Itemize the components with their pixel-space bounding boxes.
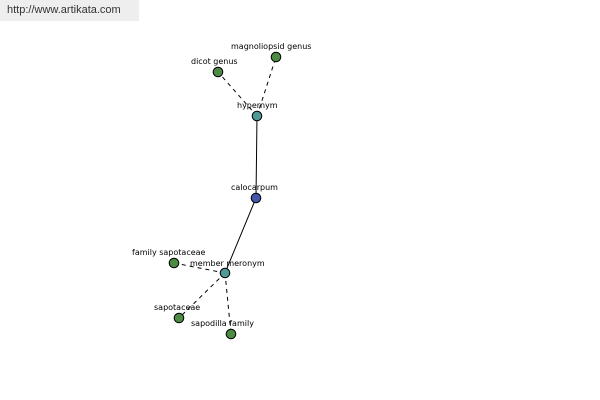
node-label-member-meronym[interactable]: member meronym — [190, 259, 265, 268]
edge-calocarpum-to-member-meronym — [224, 197, 257, 274]
edge-member-meronym-to-family-sapotaceae — [173, 262, 226, 274]
site-url-banner[interactable]: http://www.artikata.com — [0, 0, 139, 21]
edge-calocarpum-to-hypernym — [255, 115, 258, 199]
edge-hypernym-to-magnoliopsid-genus — [256, 56, 277, 117]
edges-layer — [173, 56, 277, 335]
node-label-sapotaceae[interactable]: sapotaceae — [154, 303, 200, 312]
node-hypernym[interactable] — [251, 110, 263, 122]
node-label-sapodilla-family[interactable]: sapodilla family — [191, 319, 254, 328]
edge-member-meronym-to-sapodilla-family — [224, 272, 232, 335]
node-label-dicot-genus[interactable]: dicot genus — [191, 57, 238, 66]
labels-layer: calocarpum hypernym member meronym dicot ge… — [132, 42, 311, 328]
node-label-family-sapotaceae[interactable]: family sapotaceae — [132, 248, 206, 257]
edge-hypernym-to-dicot-genus — [217, 71, 258, 117]
node-sapodilla-family[interactable] — [225, 328, 237, 340]
node-dicot-genus[interactable] — [212, 66, 224, 78]
edge-member-meronym-to-sapotaceae — [178, 272, 226, 319]
node-label-calocarpum[interactable]: calocarpum — [231, 183, 278, 192]
node-label-hypernym[interactable]: hypernym — [237, 101, 278, 110]
node-magnoliopsid-genus[interactable] — [270, 51, 282, 63]
node-calocarpum[interactable] — [250, 192, 262, 204]
node-sapotaceae[interactable] — [173, 312, 185, 324]
node-member-meronym[interactable] — [219, 267, 231, 279]
nodes-layer — [168, 51, 282, 340]
node-label-magnoliopsid-genus[interactable]: magnoliopsid genus — [231, 42, 311, 51]
node-family-sapotaceae[interactable] — [168, 257, 180, 269]
